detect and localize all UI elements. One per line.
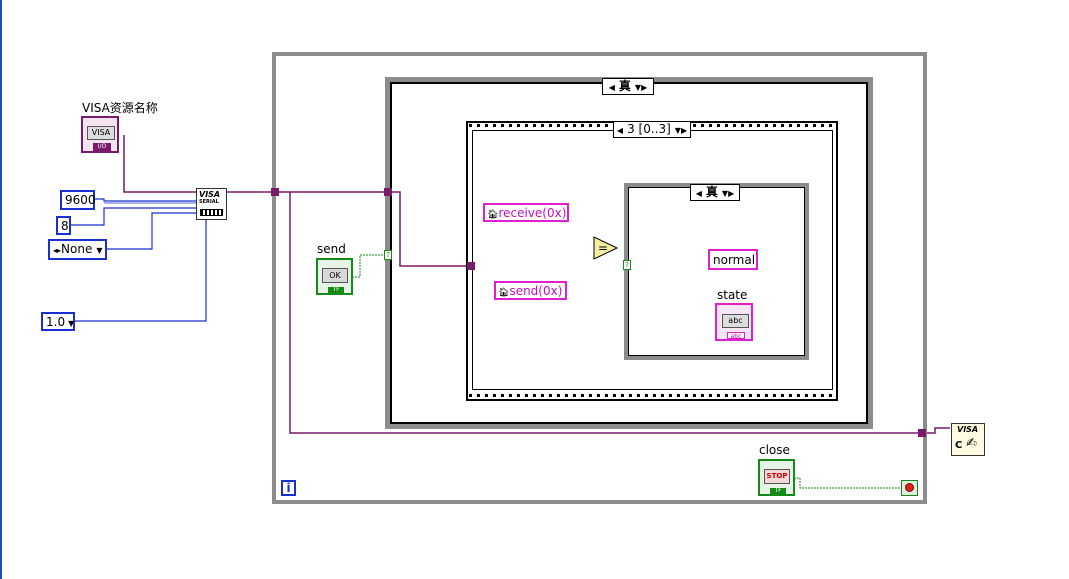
loop-condition-terminal[interactable] <box>901 480 918 496</box>
sequence-tunnel <box>467 262 475 270</box>
baud-wire <box>94 198 196 202</box>
visa-icon-text: VISA <box>87 126 115 140</box>
receive-local-name: receive(0x) <box>498 206 567 220</box>
dropdown-icon: ▼ <box>96 246 103 255</box>
outer-case-value: 真 <box>618 79 631 93</box>
state-type-tag: abc <box>727 332 745 340</box>
dropdown-icon: ▼ <box>674 126 681 135</box>
state-label: state <box>717 288 748 302</box>
parity-ring[interactable]: ◂▸None▼ <box>48 239 107 260</box>
normal-string-constant[interactable]: normal <box>708 249 758 270</box>
state-indicator[interactable]: abc abc <box>715 303 753 341</box>
stop-condition-icon <box>905 483 914 492</box>
stop-button-face: STOP <box>764 469 790 484</box>
visa-io-tag: I/O <box>93 143 111 151</box>
while-loop[interactable] <box>272 52 927 504</box>
visa-wire <box>289 192 922 434</box>
send-local-variable[interactable]: 🏠︎send(0x) <box>494 281 567 300</box>
bool-type-tag: TF <box>770 488 786 494</box>
send-bool-wire <box>352 254 388 278</box>
increment-icon: ▶ <box>680 126 688 135</box>
equal-comparator[interactable]: = <box>593 236 619 260</box>
timeout-value: 1.0 <box>46 315 66 329</box>
outer-case-selector[interactable]: ◀真▼▶ <box>602 78 654 95</box>
visa-close-node[interactable]: VISA C ✍ <box>951 423 985 456</box>
timeout-wire <box>74 218 207 322</box>
sequence-value: 3 [0..3] <box>627 122 671 136</box>
visa-wire <box>388 191 470 267</box>
parity-value: None <box>61 242 93 256</box>
visa-resource-label: VISA资源名称 <box>82 101 158 115</box>
timeout-ring[interactable]: 1.0▼ <box>41 312 75 331</box>
inner-case-selector-terminal: ? <box>623 260 631 270</box>
decrement-icon: ◀ <box>608 83 615 92</box>
receive-local-variable[interactable]: 🏠︎receive(0x) <box>483 203 569 222</box>
case-selector-terminal: ? <box>384 250 392 260</box>
local-variable-icon: 🏠︎ <box>487 210 499 220</box>
visa-close-sub: C <box>955 440 963 451</box>
visa-close-title: VISA <box>957 425 979 434</box>
decrement-icon: ◀ <box>695 189 702 198</box>
visa-config-title: VISA <box>199 190 221 199</box>
visa-resource-control[interactable]: VISA I/O <box>81 116 119 153</box>
close-button-terminal[interactable]: STOP TF <box>758 459 795 496</box>
send-label: send <box>317 242 346 256</box>
inner-case-value: 真 <box>705 185 718 199</box>
film-strip-bottom <box>469 394 835 397</box>
increment-icon: ▶ <box>641 83 648 92</box>
visa-wire <box>922 427 950 434</box>
window-edge <box>0 0 2 579</box>
serial-port-icon <box>200 209 223 216</box>
decrement-icon: ◀ <box>616 126 624 135</box>
loop-tunnel <box>271 188 279 196</box>
dropdown-icon: ▼ <box>721 189 729 198</box>
loop-tunnel-out <box>918 429 926 437</box>
dropdown-icon: ▼ <box>68 319 75 328</box>
state-display-text: abc <box>722 314 749 328</box>
send-local-name: send(0x) <box>509 284 563 298</box>
visa-wire <box>123 135 196 193</box>
parity-wire <box>106 212 196 250</box>
inner-case-selector[interactable]: ◀真▼▶ <box>690 184 740 201</box>
iteration-terminal: i <box>281 480 296 496</box>
databits-wire <box>71 207 196 226</box>
baud-rate-constant[interactable]: 9600 <box>60 190 96 210</box>
local-variable-icon: 🏠︎ <box>498 288 510 298</box>
ring-arrows-icon: ◂▸ <box>53 246 62 255</box>
increment-icon: ▶ <box>728 189 735 198</box>
send-button-terminal[interactable]: OK TF <box>316 258 353 295</box>
outer-case-tunnel <box>384 188 392 196</box>
sequence-selector[interactable]: ◀3 [0..3]▼▶ <box>613 121 691 138</box>
send-button-face: OK <box>322 268 348 283</box>
visa-config-sub: SERIAL <box>199 199 219 205</box>
bool-type-tag: TF <box>328 287 344 293</box>
data-bits-constant[interactable]: 8 <box>56 216 71 235</box>
dropdown-icon: ▼ <box>634 83 642 92</box>
visa-configure-serial-node[interactable]: VISA SERIAL <box>196 188 227 220</box>
stop-bool-wire <box>794 477 902 489</box>
close-hand-icon: ✍ <box>966 436 977 451</box>
close-label: close <box>759 443 790 457</box>
equal-symbol: = <box>598 241 608 255</box>
